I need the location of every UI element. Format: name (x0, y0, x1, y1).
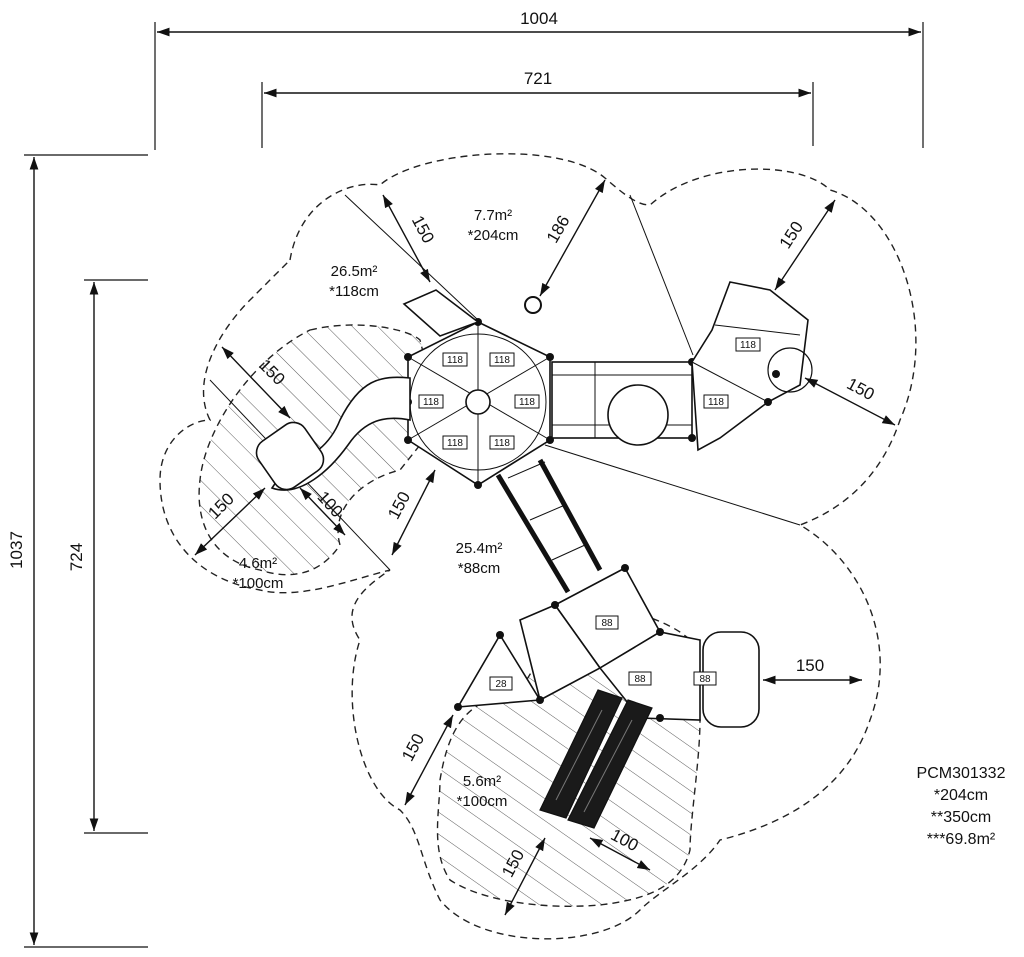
svg-text:25.4m²: 25.4m² (456, 540, 503, 557)
svg-text:118: 118 (494, 438, 510, 449)
area-label-slide-lower: 5.6m² *100cm (457, 773, 508, 810)
area-label-slide-left: 4.6m² *100cm (233, 555, 284, 592)
svg-text:118: 118 (519, 397, 535, 408)
svg-text:118: 118 (423, 397, 439, 408)
double-wave-slide (539, 689, 653, 829)
octagon-tower-deck (402, 289, 554, 489)
tunnel-bridge (551, 358, 696, 446)
area-label-upper-left: 26.5m² *118cm (329, 263, 379, 300)
svg-text:118: 118 (740, 340, 756, 351)
svg-text:150: 150 (398, 730, 428, 764)
equipment-height-label: 724 (67, 543, 86, 571)
equipment-height-dimension: 724 (67, 279, 148, 834)
right-tower (691, 281, 813, 452)
svg-text:150: 150 (776, 218, 807, 252)
connecting-ladder (495, 458, 603, 594)
svg-text:88: 88 (601, 618, 613, 629)
svg-text:*88cm: *88cm (458, 560, 501, 577)
overall-width-dimension: 1004 (154, 9, 924, 150)
svg-text:28: 28 (495, 679, 507, 690)
svg-text:*100cm: *100cm (457, 793, 508, 810)
svg-text:88: 88 (634, 674, 646, 685)
product-info: PCM301332 *204cm **350cm ***69.8m² (917, 765, 1006, 848)
svg-text:7.7m²: 7.7m² (474, 207, 512, 224)
svg-text:150: 150 (844, 374, 878, 404)
overall-height-label: 1037 (7, 531, 26, 569)
equipment-width-label: 721 (524, 69, 552, 88)
svg-text:150: 150 (408, 212, 438, 246)
deck-height-labels-right: 118 118 (703, 337, 761, 409)
svg-text:118: 118 (708, 397, 724, 408)
overall-width-label: 1004 (520, 9, 558, 28)
product-fall-height: *204cm (934, 787, 988, 804)
svg-text:26.5m²: 26.5m² (331, 263, 378, 280)
svg-text:186: 186 (543, 212, 574, 246)
product-total-height: **350cm (931, 809, 991, 826)
svg-text:*118cm: *118cm (329, 283, 379, 300)
equipment-width-dimension: 721 (261, 69, 814, 148)
area-label-top: 7.7m² *204cm (468, 207, 519, 244)
safety-zone-outline (159, 153, 917, 940)
svg-text:*204cm: *204cm (468, 227, 519, 244)
product-total-area: ***69.8m² (927, 831, 996, 848)
svg-text:4.6m²: 4.6m² (239, 555, 277, 572)
svg-text:118: 118 (494, 355, 510, 366)
area-label-middle: 25.4m² *88cm (456, 540, 503, 577)
svg-text:118: 118 (447, 438, 463, 449)
deck-height-labels-upper: 118 118 118 118 118 118 (418, 352, 540, 450)
svg-text:*100cm: *100cm (233, 575, 284, 592)
svg-text:150: 150 (384, 488, 414, 522)
svg-text:88: 88 (699, 674, 711, 685)
left-tube-slide (255, 376, 411, 491)
svg-text:118: 118 (447, 355, 463, 366)
deck-height-labels-lower: 88 88 88 28 (489, 615, 717, 691)
product-code: PCM301332 (917, 765, 1006, 782)
svg-text:150: 150 (796, 656, 824, 675)
overall-height-dimension: 1037 (7, 154, 148, 948)
svg-text:5.6m²: 5.6m² (463, 773, 501, 790)
